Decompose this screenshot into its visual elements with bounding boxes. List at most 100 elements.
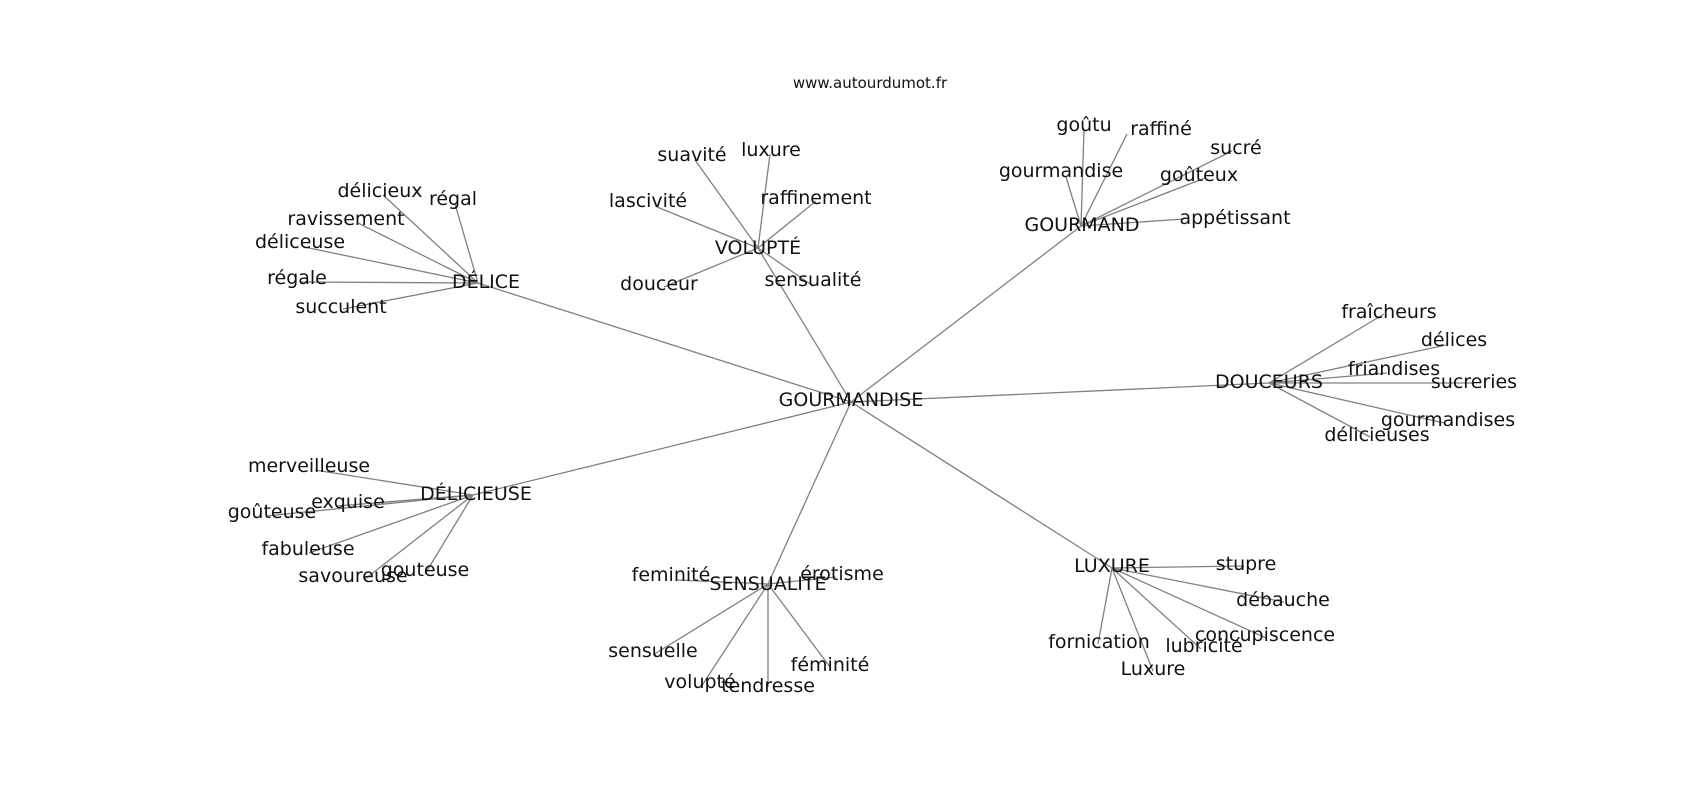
graph-edge bbox=[1080, 128, 1085, 227]
hub-label: DOUCEURS bbox=[1215, 371, 1323, 393]
graph-edge bbox=[1080, 133, 1128, 227]
graph-edge bbox=[1268, 372, 1388, 384]
leaf-label[interactable]: exquise bbox=[311, 491, 385, 513]
graph-edge bbox=[1111, 565, 1245, 569]
leaf-label[interactable]: délicieuses bbox=[1324, 424, 1429, 446]
graph-edge bbox=[300, 281, 479, 284]
leaf-label[interactable]: régal bbox=[429, 188, 477, 210]
leaf-label[interactable]: tendresse bbox=[721, 675, 815, 697]
leaf-label[interactable]: sucreries bbox=[1431, 371, 1517, 393]
leaf-label[interactable]: féminité bbox=[791, 654, 870, 676]
leaf-label[interactable]: goûteux bbox=[1160, 164, 1238, 186]
leaf-label[interactable]: fabuleuse bbox=[261, 538, 354, 560]
hub-label: DÉLICIEUSE bbox=[420, 482, 532, 505]
leaf-label[interactable]: savoureuse bbox=[298, 565, 407, 587]
graph-edge bbox=[850, 382, 1270, 403]
graph-edge bbox=[850, 225, 1082, 403]
leaf-label[interactable]: délicieux bbox=[337, 180, 422, 202]
leaf-label[interactable]: sucré bbox=[1210, 137, 1261, 159]
graph-edge bbox=[1268, 344, 1447, 384]
leaf-label[interactable]: fornication bbox=[1048, 631, 1150, 653]
leaf-label[interactable]: appétissant bbox=[1179, 207, 1290, 229]
graph-edge bbox=[1111, 567, 1202, 650]
hub-node-volupte[interactable]: VOLUPTÉ suavité luxure lascivité raffine… bbox=[609, 139, 872, 295]
hub-node-delice[interactable]: DÉLICE délicieux régal ravissement délic… bbox=[255, 180, 520, 318]
hub-node-delicieuse[interactable]: DÉLICIEUSE merveilleuse exquise goûteuse… bbox=[228, 455, 532, 587]
leaf-label[interactable]: concupiscence bbox=[1195, 624, 1335, 646]
leaf-label[interactable]: friandises bbox=[1348, 358, 1440, 380]
graph-edge bbox=[767, 401, 852, 585]
leaf-label[interactable]: gourmandise bbox=[999, 160, 1123, 182]
graph-edge bbox=[1080, 218, 1185, 227]
graph-edge bbox=[308, 494, 474, 554]
graph-edge bbox=[1111, 567, 1285, 603]
leaf-label[interactable]: délices bbox=[1421, 329, 1487, 351]
graph-edge bbox=[424, 494, 474, 575]
root-node[interactable]: GOURMANDISE bbox=[779, 389, 924, 411]
leaf-label[interactable]: lubricité bbox=[1165, 635, 1242, 657]
graph-edge bbox=[757, 247, 814, 287]
leaf-label[interactable]: douceur bbox=[620, 273, 698, 295]
graph-edge bbox=[1268, 382, 1445, 424]
graph-edge bbox=[676, 579, 769, 585]
graph-edge bbox=[1080, 177, 1206, 227]
leaf-label[interactable]: déliceuse bbox=[255, 231, 345, 253]
leaf-label[interactable]: fraîcheurs bbox=[1341, 301, 1436, 323]
leaf-label[interactable]: gourmandises bbox=[1381, 409, 1515, 431]
hub-label: DÉLICE bbox=[452, 270, 520, 293]
leaf-label[interactable]: feminité bbox=[632, 564, 711, 586]
graph-edge bbox=[757, 153, 771, 249]
leaf-label[interactable]: Luxure bbox=[1121, 658, 1186, 680]
graph-edge bbox=[477, 282, 852, 403]
hub-node-sensualite[interactable]: SENSUALITÉ feminité érotisme sensuelle v… bbox=[608, 563, 884, 697]
graph-edge bbox=[767, 576, 837, 585]
leaf-label[interactable]: raffinement bbox=[760, 187, 871, 209]
leaf-label[interactable]: goûteuse bbox=[228, 501, 317, 523]
leaf-label[interactable]: stupre bbox=[1216, 553, 1277, 575]
graph-edge bbox=[767, 583, 831, 668]
graph-edge bbox=[357, 222, 479, 284]
graph-edge bbox=[663, 247, 759, 288]
leaf-label[interactable]: merveilleuse bbox=[248, 455, 370, 477]
graph-edge bbox=[652, 583, 769, 656]
graph-edge bbox=[314, 469, 474, 496]
graph-edge bbox=[694, 159, 759, 249]
leaf-label[interactable]: goûtu bbox=[1056, 114, 1111, 136]
hub-node-luxure[interactable]: LUXURE stupre débauche concupiscence for… bbox=[1048, 553, 1335, 680]
leaf-label[interactable]: ravissement bbox=[287, 208, 404, 230]
hub-label: SENSUALITÉ bbox=[709, 572, 826, 595]
graph-edge bbox=[342, 282, 479, 310]
hub-label: VOLUPTÉ bbox=[715, 236, 801, 259]
graph-edge bbox=[382, 194, 479, 284]
graph-edge bbox=[757, 247, 852, 403]
leaf-label[interactable]: gouteuse bbox=[381, 559, 470, 581]
graph-edge bbox=[1268, 382, 1371, 438]
graph-edge bbox=[472, 401, 852, 496]
graph-edge bbox=[1111, 567, 1267, 639]
leaf-label[interactable]: sensualité bbox=[765, 269, 862, 291]
graph-edge bbox=[1097, 567, 1113, 645]
root-label: GOURMANDISE bbox=[779, 389, 924, 411]
leaf-label[interactable]: débauche bbox=[1236, 589, 1330, 611]
leaf-label[interactable]: régale bbox=[267, 267, 327, 289]
graph-edge bbox=[1268, 313, 1385, 384]
leaf-label[interactable]: suavité bbox=[657, 144, 726, 166]
hub-label: GOURMAND bbox=[1024, 214, 1139, 236]
leaf-label[interactable]: volupté bbox=[664, 671, 735, 693]
hub-node-gourmand[interactable]: GOURMAND goûtu raffiné sucré gourmandise… bbox=[999, 114, 1291, 236]
source-label: www.autourdumot.fr bbox=[793, 74, 948, 92]
graph-edge bbox=[700, 583, 769, 688]
leaf-label[interactable]: érotisme bbox=[800, 563, 884, 585]
hub-node-douceurs[interactable]: DOUCEURS fraîcheurs délices friandises s… bbox=[1215, 301, 1517, 446]
leaf-label[interactable]: sensuelle bbox=[608, 640, 698, 662]
leaf-label[interactable]: succulent bbox=[295, 296, 386, 318]
graph-edge bbox=[757, 200, 817, 249]
leaf-label[interactable]: raffiné bbox=[1130, 118, 1192, 140]
graph-edge bbox=[656, 206, 759, 249]
graph-edge bbox=[454, 203, 479, 284]
graph-edge bbox=[1065, 176, 1082, 227]
graph-edge bbox=[850, 401, 1113, 569]
leaf-label[interactable]: lascivité bbox=[609, 190, 687, 212]
leaf-label[interactable]: luxure bbox=[741, 139, 801, 161]
